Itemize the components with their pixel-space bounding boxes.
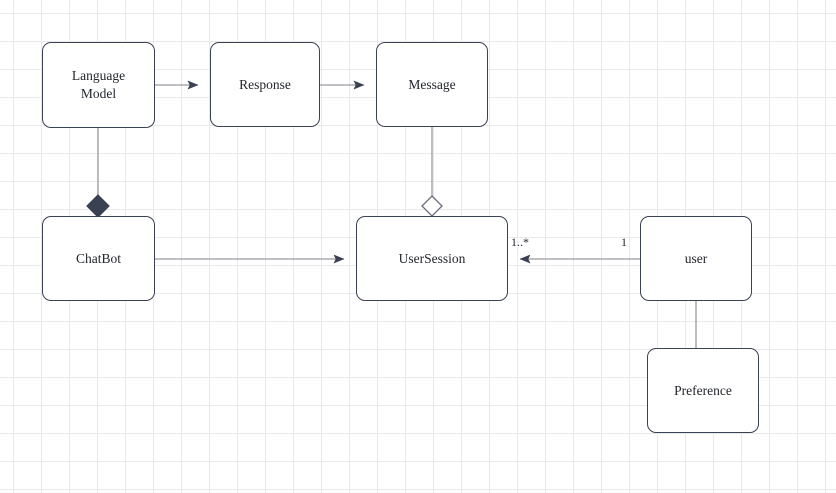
node-label: UserSession (398, 250, 466, 266)
node-label: Response (239, 76, 291, 92)
node-response[interactable]: Response (210, 42, 320, 127)
edge-message-user-session (421, 127, 443, 217)
node-chatbot[interactable]: ChatBot (42, 216, 155, 301)
node-user[interactable]: user (640, 216, 752, 301)
node-label: user (684, 250, 708, 266)
node-preference[interactable]: Preference (647, 348, 759, 433)
node-user-session[interactable]: UserSession (356, 216, 508, 301)
node-language-model[interactable]: Language Model (42, 42, 155, 128)
node-label: Preference (674, 382, 732, 398)
node-label: ChatBot (75, 250, 121, 266)
edge-language-model-chatbot (86, 128, 110, 218)
node-label: Language Model (71, 68, 126, 101)
composition-diamond-icon (86, 194, 110, 218)
node-message[interactable]: Message (376, 42, 488, 127)
multiplicity-label-user-session: 1..* (511, 235, 529, 249)
multiplicity-label-user: 1 (621, 235, 627, 249)
aggregation-diamond-icon (421, 195, 443, 217)
node-label: Message (408, 76, 456, 92)
